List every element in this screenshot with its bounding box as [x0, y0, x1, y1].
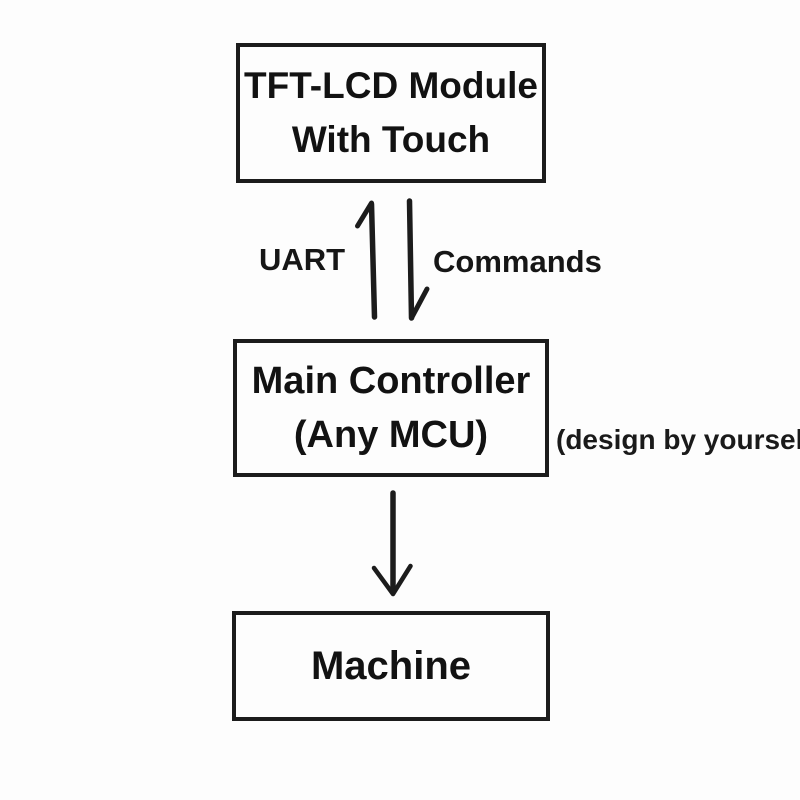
annotation-design-by-yourself: (design by yourself)	[556, 424, 800, 455]
node-tft-lcd-module: TFT-LCD Module With Touch	[236, 43, 546, 183]
node-label-line: With Touch	[291, 119, 491, 160]
uart-up-arrow	[355, 200, 378, 320]
node-label-line: TFT-LCD Module	[244, 65, 538, 106]
edge-label-uart: UART	[259, 242, 346, 277]
controller-to-machine-arrow	[371, 490, 413, 597]
node-label-line: Machine	[310, 644, 472, 688]
node-label-line: Main Controller	[251, 360, 531, 402]
node-label-line: (Any MCU)	[293, 414, 489, 456]
edge-label-commands: Commands	[433, 244, 602, 279]
node-machine: Machine	[232, 611, 550, 721]
node-main-controller: Main Controller (Any MCU)	[233, 339, 549, 477]
commands-down-arrow	[406, 198, 430, 321]
